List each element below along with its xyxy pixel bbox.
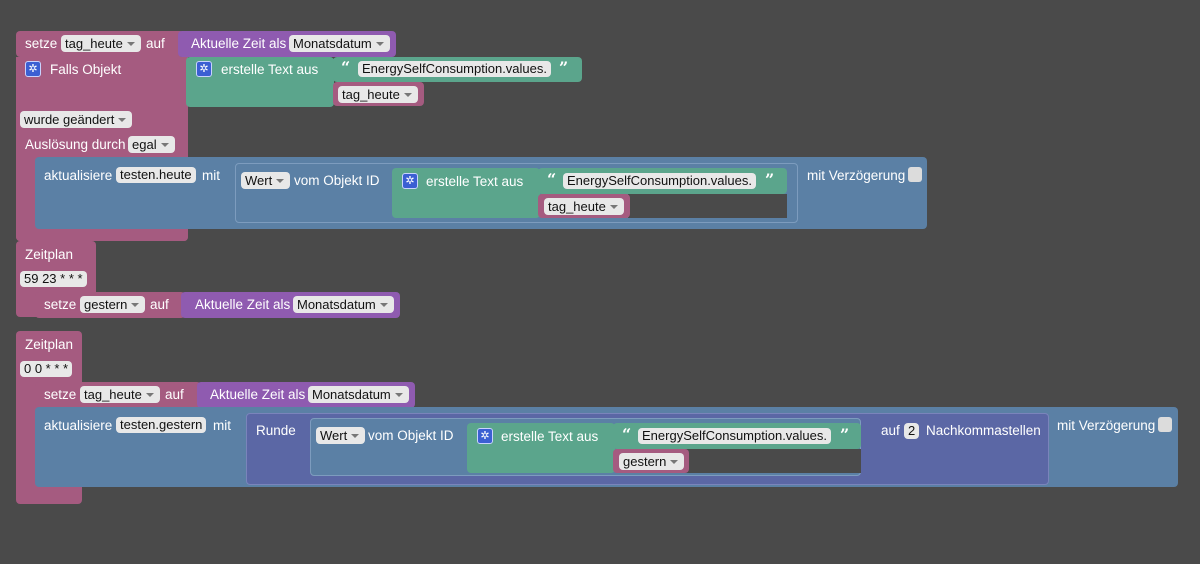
string-block[interactable]: “ EnergySelfConsumption.values. ” bbox=[538, 168, 787, 194]
variable-block[interactable]: gestern bbox=[613, 449, 689, 473]
variable-block[interactable]: tag_heute bbox=[538, 194, 630, 218]
open-quote-icon: “ bbox=[622, 425, 632, 444]
time-format-dropdown[interactable]: Monatsdatum bbox=[293, 296, 394, 313]
variable-dropdown[interactable]: tag_heute bbox=[544, 198, 624, 215]
open-quote-icon: “ bbox=[547, 170, 557, 189]
variable-dropdown[interactable]: gestern bbox=[80, 296, 146, 313]
string-field[interactable]: EnergySelfConsumption.values. bbox=[358, 61, 551, 77]
trigger-block-footer bbox=[16, 229, 188, 241]
object-id-field[interactable]: testen.gestern bbox=[116, 417, 207, 433]
string-field[interactable]: EnergySelfConsumption.values. bbox=[638, 428, 831, 444]
gear-icon[interactable]: ✲ bbox=[196, 61, 212, 77]
from-object-label: vom Objekt ID bbox=[368, 428, 454, 443]
open-quote-icon: “ bbox=[341, 58, 351, 77]
to-label: auf bbox=[150, 297, 169, 312]
current-time-label: Aktuelle Zeit als bbox=[195, 297, 291, 312]
schedule-block[interactable]: Zeitplan 59 23 * * * bbox=[16, 241, 96, 317]
close-quote-icon: ” bbox=[765, 170, 775, 189]
string-field[interactable]: EnergySelfConsumption.values. bbox=[563, 173, 756, 189]
decimals-field[interactable]: 2 bbox=[904, 423, 920, 439]
cron-field[interactable]: 0 0 * * * bbox=[20, 361, 73, 377]
gear-icon[interactable]: ✲ bbox=[402, 173, 418, 189]
close-quote-icon: ” bbox=[559, 58, 569, 77]
delay-checkbox[interactable] bbox=[1158, 417, 1172, 432]
changed-dropdown[interactable]: wurde geändert bbox=[20, 111, 133, 128]
set-label: setze bbox=[25, 36, 58, 51]
text-join-label: erstelle Text aus bbox=[221, 62, 319, 77]
schedule-label: Zeitplan bbox=[25, 337, 74, 352]
close-quote-icon: ” bbox=[840, 425, 850, 444]
text-join-block[interactable]: ✲ erstelle Text aus bbox=[467, 423, 615, 473]
gear-icon[interactable]: ✲ bbox=[477, 428, 493, 444]
set-tag-heute-block[interactable]: setze tag_heute auf bbox=[16, 31, 184, 57]
current-time-label: Aktuelle Zeit als bbox=[191, 36, 287, 51]
set-tag-heute-block[interactable]: setze tag_heute auf bbox=[35, 382, 201, 408]
text-join-label: erstelle Text aus bbox=[426, 174, 524, 189]
to-label: auf bbox=[146, 36, 165, 51]
set-gestern-block[interactable]: setze gestern auf bbox=[35, 292, 185, 318]
to-label: auf bbox=[165, 387, 184, 402]
variable-block[interactable]: tag_heute bbox=[333, 82, 424, 106]
string-block[interactable]: “ EnergySelfConsumption.values. ” bbox=[333, 57, 582, 82]
with-label: mit bbox=[202, 168, 220, 183]
variable-dropdown[interactable]: tag_heute bbox=[80, 386, 160, 403]
round-label: Runde bbox=[256, 423, 296, 438]
cause-dropdown[interactable]: egal bbox=[128, 136, 175, 153]
delay-checkbox[interactable] bbox=[908, 167, 922, 182]
input-slot bbox=[628, 194, 787, 218]
value-dropdown[interactable]: Wert bbox=[316, 427, 366, 444]
input-slot bbox=[685, 449, 861, 473]
variable-dropdown[interactable]: tag_heute bbox=[61, 35, 141, 52]
trigger-label: Falls Objekt bbox=[50, 62, 122, 77]
variable-dropdown[interactable]: gestern bbox=[619, 453, 685, 470]
schedule-label: Zeitplan bbox=[25, 247, 74, 262]
delay-label: mit Verzögerung bbox=[1057, 418, 1156, 433]
cause-label: Auslösung durch bbox=[25, 137, 126, 152]
delay-label: mit Verzögerung bbox=[807, 168, 906, 183]
gear-icon[interactable]: ✲ bbox=[25, 61, 41, 77]
current-time-block[interactable]: Aktuelle Zeit als Monatsdatum bbox=[178, 31, 396, 57]
text-join-label: erstelle Text aus bbox=[501, 429, 599, 444]
string-block[interactable]: “ EnergySelfConsumption.values. ” bbox=[613, 423, 861, 449]
current-time-block[interactable]: Aktuelle Zeit als Monatsdatum bbox=[181, 292, 400, 318]
value-dropdown[interactable]: Wert bbox=[241, 172, 291, 189]
decimals-prefix-label: auf bbox=[881, 423, 900, 438]
cron-field[interactable]: 59 23 * * * bbox=[20, 271, 87, 287]
object-id-field[interactable]: testen.heute bbox=[116, 167, 196, 183]
set-label: setze bbox=[44, 387, 77, 402]
time-format-dropdown[interactable]: Monatsdatum bbox=[289, 35, 390, 52]
current-time-block[interactable]: Aktuelle Zeit als Monatsdatum bbox=[197, 382, 415, 408]
text-join-block[interactable]: ✲ erstelle Text aus bbox=[186, 57, 334, 107]
update-label: aktualisiere bbox=[44, 418, 113, 433]
set-label: setze bbox=[44, 297, 77, 312]
time-format-dropdown[interactable]: Monatsdatum bbox=[308, 386, 409, 403]
current-time-label: Aktuelle Zeit als bbox=[210, 387, 306, 402]
from-object-label: vom Objekt ID bbox=[294, 173, 380, 188]
update-label: aktualisiere bbox=[44, 168, 113, 183]
variable-dropdown[interactable]: tag_heute bbox=[338, 86, 418, 103]
decimals-suffix-label: Nachkommastellen bbox=[926, 423, 1041, 438]
text-join-block[interactable]: ✲ erstelle Text aus bbox=[392, 168, 540, 218]
with-label: mit bbox=[213, 418, 231, 433]
